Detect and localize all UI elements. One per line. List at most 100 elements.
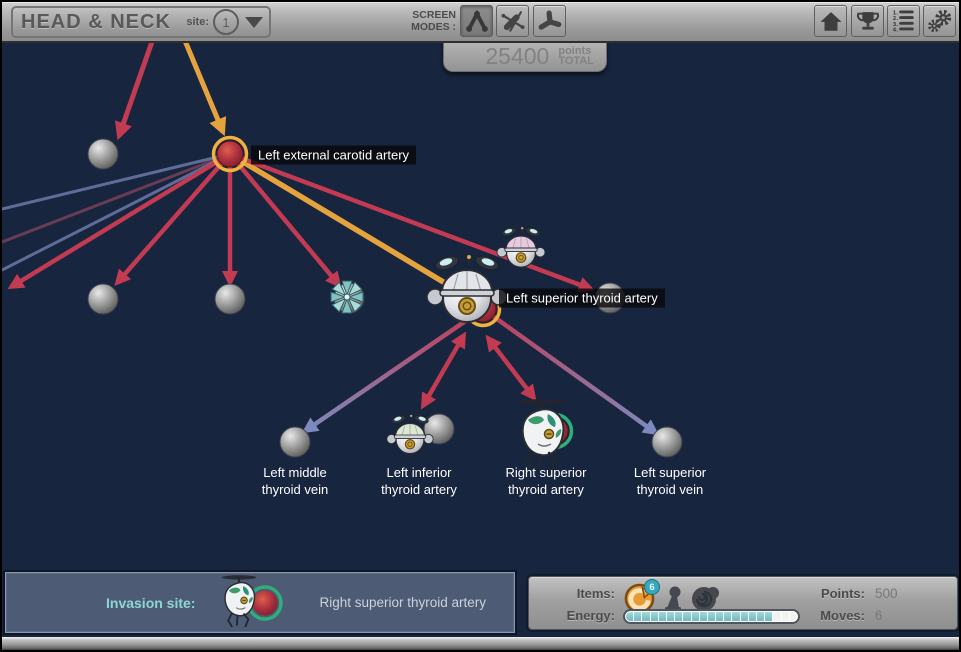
trophy-icon	[856, 12, 879, 30]
item-undo-shield[interactable]: 6	[623, 579, 660, 620]
invasion-node	[252, 590, 278, 615]
vessel-node[interactable]	[87, 283, 119, 315]
microbot-ship-sprite[interactable]	[386, 414, 434, 455]
vessel-edge	[2, 152, 231, 244]
svg-text:2.: 2.	[892, 16, 898, 22]
energy-segment	[634, 612, 642, 621]
vessel-edge	[229, 151, 595, 293]
site-number-badge[interactable]: 1	[213, 9, 239, 35]
branch-view-icon	[538, 10, 561, 30]
vessel-edge	[2, 152, 231, 272]
energy-segment	[626, 612, 634, 621]
item-swirl[interactable]	[690, 584, 721, 618]
site-label: site:	[186, 16, 209, 28]
vessel-edge	[228, 151, 477, 304]
vessel-tag-label: Left superior thyroid artery	[499, 288, 665, 308]
screen-modes-label: SCREEN MODES :	[398, 9, 456, 33]
svg-text:3.: 3.	[892, 22, 898, 28]
vessel-edge	[481, 307, 660, 436]
energy-segment	[650, 612, 658, 621]
energy-segment	[724, 612, 732, 621]
invasion-site-icon	[201, 572, 297, 633]
chevron-down-icon[interactable]	[245, 16, 263, 28]
vessel-node[interactable]	[214, 283, 246, 315]
status-panel: Items: 6	[528, 576, 958, 630]
vessel-caption: Left middle thyroid vein	[261, 465, 329, 497]
home-icon	[819, 12, 842, 31]
invasion-icon-canvas	[222, 574, 284, 627]
total-points-unit: points TOTAL	[558, 45, 594, 67]
site-selector[interactable]: site: 1	[186, 9, 263, 35]
microbot-ship-sprite[interactable]	[426, 254, 508, 323]
gear-icon	[927, 9, 951, 33]
vessel-edge	[180, 35, 227, 137]
vessel-edge	[420, 331, 467, 410]
energy-segment	[658, 612, 666, 621]
energy-segment	[707, 612, 716, 621]
energy-segment	[781, 612, 789, 621]
vessel-tag-label: Left external carotid artery	[251, 145, 417, 165]
vessel-edge	[228, 152, 342, 289]
vessel-node[interactable]	[279, 426, 311, 458]
vessel-edge	[114, 152, 232, 287]
mode-vessel-view-button[interactable]	[496, 5, 529, 37]
points-value: 500	[875, 586, 898, 601]
home-button[interactable]	[814, 5, 847, 37]
energy-segment	[716, 612, 724, 621]
energy-segment	[740, 612, 748, 621]
trophy-button[interactable]	[851, 5, 884, 37]
microbot-ship-sprite[interactable]	[496, 226, 546, 268]
vessel-node[interactable]	[651, 426, 683, 458]
energy-bar	[623, 609, 800, 624]
mode-branch-view-button[interactable]	[533, 5, 566, 37]
window-bottom-strip	[2, 637, 959, 650]
page-title: HEAD & NECK	[21, 10, 171, 33]
vessel-edge	[2, 152, 231, 211]
energy-segment	[757, 612, 765, 621]
pinwheel-item-sprite[interactable]	[330, 280, 364, 314]
virus-helicopter-sprite[interactable]	[222, 574, 257, 627]
vessel-edge	[114, 35, 157, 141]
points-unit-line2: TOTAL	[558, 55, 594, 67]
moves-value: 6	[875, 608, 883, 623]
points-unit-line1: points	[558, 45, 592, 57]
total-points-badge: 25400 points TOTAL	[443, 41, 607, 72]
svg-text:1.: 1.	[892, 11, 898, 17]
screen-modes-line1: SCREEN	[412, 9, 456, 21]
energy-segment	[789, 612, 797, 621]
virus-helicopter-sprite[interactable]	[518, 399, 566, 472]
energy-segment	[666, 612, 675, 621]
vessel-edge	[485, 334, 537, 402]
moves-label: Moves:	[820, 608, 865, 623]
energy-label: Energy:	[566, 608, 615, 623]
vessel-edge	[301, 307, 485, 434]
vessel-caption: Left inferior thyroid artery	[381, 465, 457, 497]
energy-segment	[642, 612, 650, 621]
items-label: Items:	[576, 586, 615, 601]
invasion-site-value: Right superior thyroid artery	[319, 595, 487, 610]
top-toolbar: HEAD & NECK site: 1 SCREEN MODES :	[2, 2, 959, 43]
energy-segment	[675, 612, 683, 621]
points-label: Points:	[820, 586, 865, 601]
vessel-caption: Left superior thyroid vein	[633, 465, 707, 497]
item-count-badge: 6	[644, 579, 660, 595]
vessel-node[interactable]	[87, 138, 119, 170]
screen-modes-line2: MODES :	[411, 21, 456, 33]
mode-graph-view-button[interactable]	[460, 5, 493, 37]
energy-segment	[773, 612, 781, 621]
vessel-view-icon	[500, 11, 525, 32]
settings-button[interactable]	[923, 5, 956, 37]
swirl-icon	[692, 587, 719, 611]
energy-segment	[765, 612, 773, 621]
graph-view-icon	[465, 9, 488, 32]
invasion-site-label: Invasion site:	[106, 594, 196, 611]
vessel-node-active[interactable]	[211, 135, 249, 173]
vessel-caption: Right superior thyroid artery	[505, 465, 587, 497]
energy-segment	[699, 612, 707, 621]
energy-segment	[748, 612, 756, 621]
svg-text:4.: 4.	[892, 28, 898, 34]
ranking-list-button[interactable]: 1. 2. 3. 4.	[887, 5, 920, 37]
energy-segment	[732, 612, 740, 621]
invasion-site-panel: Invasion site: Right superior thyroid ar…	[5, 572, 515, 633]
